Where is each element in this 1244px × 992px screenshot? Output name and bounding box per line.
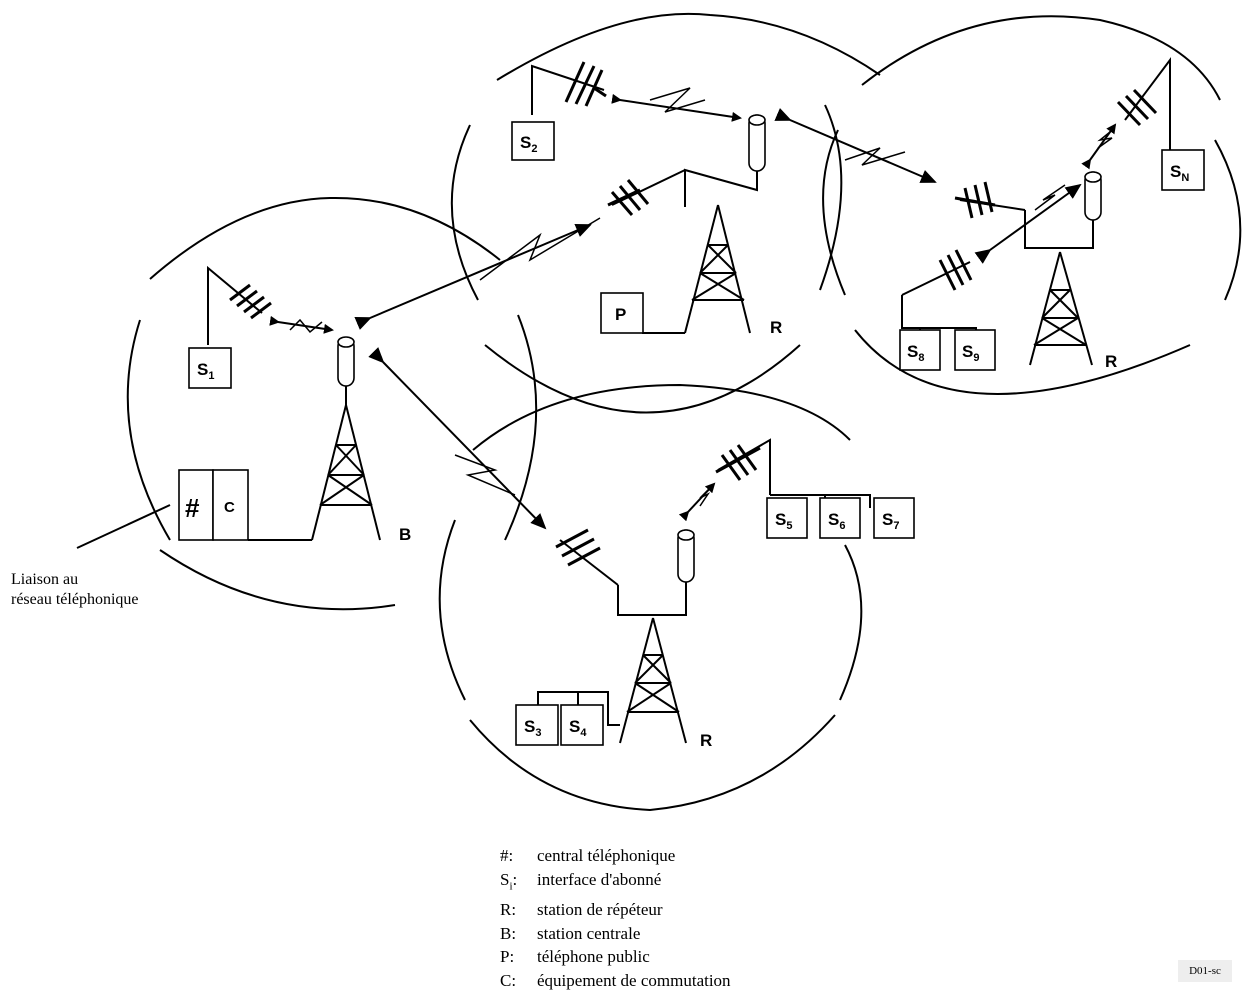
cell-p-bottom-arc — [484, 344, 801, 414]
box-s5 — [766, 497, 808, 539]
cell-bottom-right-arc — [839, 544, 863, 701]
box-s8 — [899, 329, 941, 371]
svg-text:S8: S8 — [907, 342, 924, 364]
cell-b-top-arc — [149, 196, 501, 280]
figure-code: D01-sc — [1178, 960, 1232, 982]
legend-item: P:téléphone public — [500, 947, 650, 967]
svg-text:S1: S1 — [197, 360, 214, 382]
tower-r-bottom — [617, 529, 695, 744]
label-b: B — [399, 525, 411, 544]
subscriber-boxes: S1 S2 SN P S8 S9 S5 S6 S7 S3 S4 # C — [178, 121, 1205, 746]
box-sn — [1161, 149, 1205, 191]
legend-item: R:station de répéteur — [500, 900, 663, 920]
svg-text:C: C — [224, 499, 235, 516]
tower-b — [311, 336, 381, 541]
box-s6 — [819, 497, 861, 539]
box-exchange — [178, 469, 214, 541]
radio-links — [76, 87, 1117, 549]
box-s1 — [188, 347, 232, 389]
box-s3 — [515, 704, 559, 746]
svg-text:S9: S9 — [962, 342, 979, 364]
tower-r-top — [684, 114, 766, 334]
svg-text:SN: SN — [1170, 162, 1189, 184]
cell-bottom-top-arc — [472, 383, 851, 451]
station-labels: B R R R — [399, 318, 1117, 750]
cell-p-top-arc — [496, 12, 881, 81]
cell-r-top-arc — [861, 15, 1221, 101]
yagi-antennas — [207, 57, 1171, 586]
legend-item: B:station centrale — [500, 923, 641, 943]
svg-text:P: P — [615, 305, 626, 324]
svg-text:S4: S4 — [569, 717, 587, 739]
cell-b-right-arc — [504, 314, 538, 541]
label-r-right: R — [1105, 352, 1117, 371]
wires — [248, 295, 977, 726]
telephone-network-note: Liaison au réseau téléphonique — [11, 571, 139, 608]
legend-item: Si:interface d'abonné — [500, 869, 662, 892]
box-s7 — [873, 497, 915, 539]
legend: #:central téléphonique Si:interface d'ab… — [500, 844, 731, 992]
cell-r-bottom-arc — [854, 329, 1191, 395]
s1-label: S — [197, 360, 208, 379]
tower-r-right — [1024, 171, 1102, 366]
cell-r-right-arc — [1214, 139, 1242, 301]
box-s9 — [954, 329, 996, 371]
svg-text:S7: S7 — [882, 510, 899, 532]
cell-bottom-bottom-arc — [469, 714, 836, 812]
label-r-bottom: R — [700, 731, 712, 750]
legend-item: C:équipement de commutation — [500, 970, 731, 990]
svg-text:#: # — [185, 493, 200, 523]
cell-b-bottom-arc — [159, 549, 396, 611]
svg-text:S6: S6 — [828, 510, 845, 532]
cell-bottom-left-arc — [438, 519, 466, 701]
legend-item: #:central téléphonique — [500, 846, 676, 865]
box-s4 — [560, 704, 604, 746]
cell-arcs — [126, 12, 1242, 812]
box-switching — [212, 469, 249, 541]
box-p — [600, 292, 644, 334]
label-r-top: R — [770, 318, 782, 337]
svg-text:S2: S2 — [520, 133, 537, 155]
svg-text:S3: S3 — [524, 717, 541, 739]
box-s2 — [511, 121, 555, 161]
svg-text:S5: S5 — [775, 510, 792, 532]
